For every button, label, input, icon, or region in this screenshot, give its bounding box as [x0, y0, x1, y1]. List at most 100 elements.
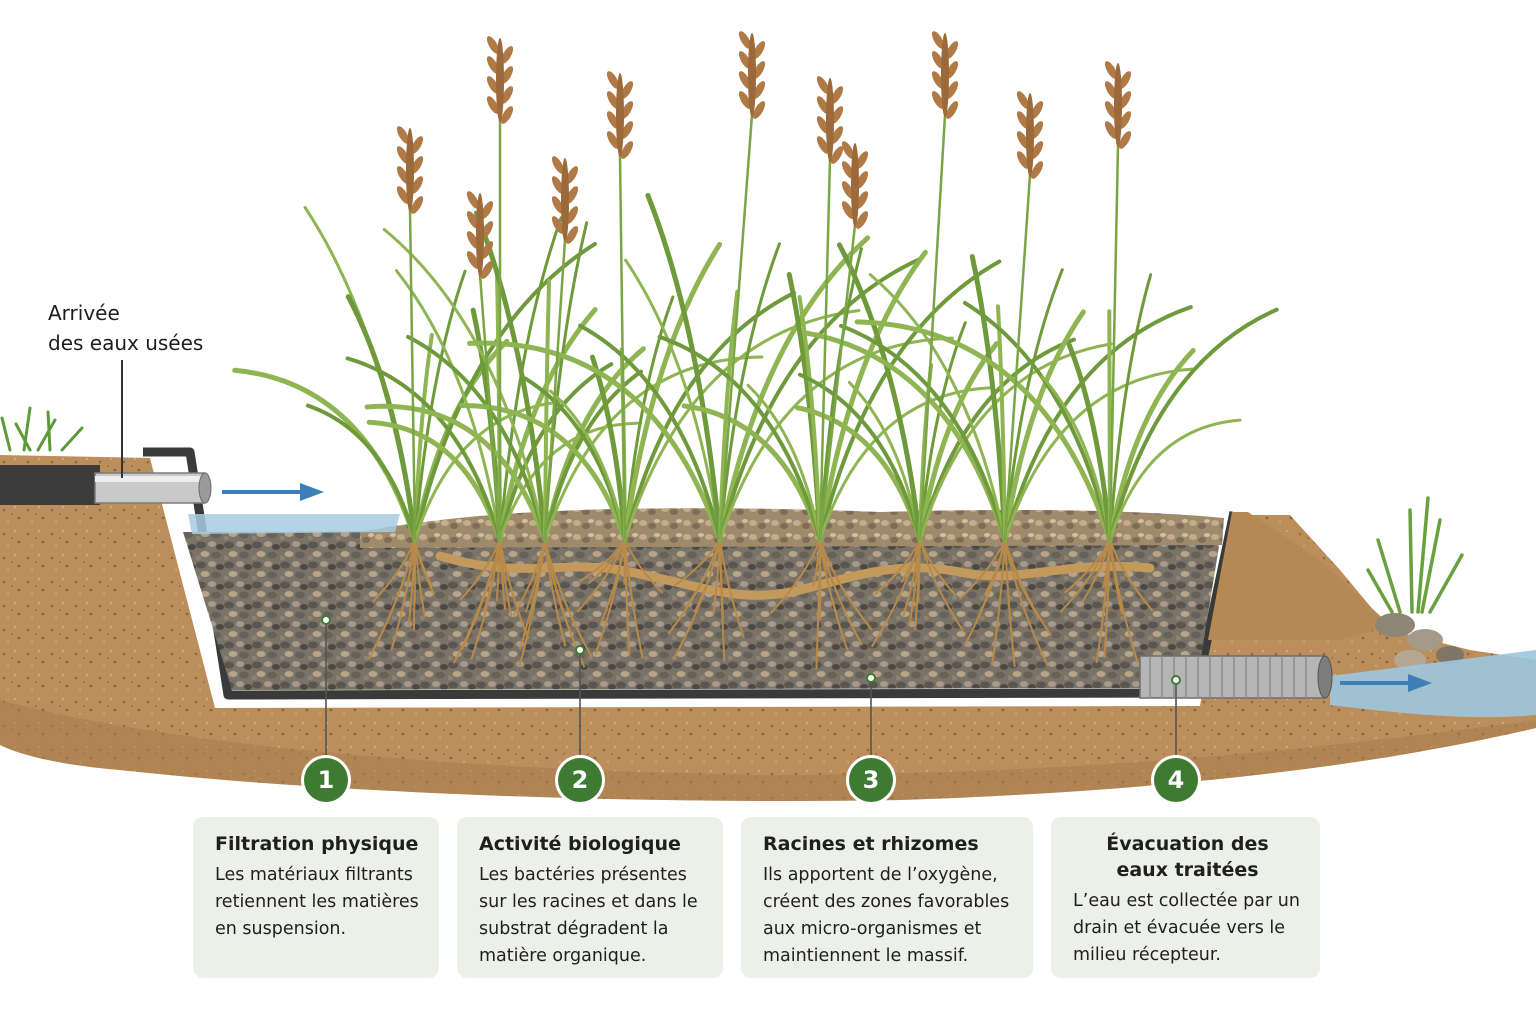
- reed-leaf: [1066, 342, 1113, 543]
- step-card-1: Filtration physique Les matériaux filtra…: [193, 817, 439, 978]
- root: [819, 539, 839, 595]
- step-card-3: Racines et rhizomes Ils apportent de l’o…: [741, 817, 1033, 978]
- reed-leaf: [962, 300, 1112, 542]
- step-card-text: Ils apportent de l’oxygène, créent des z…: [763, 865, 1010, 966]
- reed-leaf: [1003, 367, 1195, 542]
- reed-plume: [466, 191, 494, 279]
- root: [470, 539, 501, 660]
- root: [719, 539, 725, 618]
- reed-leaf: [498, 421, 643, 542]
- reed-plants: [232, 31, 1279, 543]
- reed-plume: [1104, 61, 1132, 149]
- step-marker-1: 1: [304, 758, 348, 802]
- root: [873, 539, 921, 596]
- basin-liner: [143, 447, 1239, 700]
- reed-leaf: [624, 258, 722, 542]
- reed-leaf: [718, 257, 922, 542]
- reed-leaf: [382, 228, 547, 542]
- reed-plume: [738, 31, 766, 119]
- root-systems: [367, 539, 1154, 670]
- reed-leaf: [1107, 347, 1196, 543]
- reed-plume: [486, 36, 514, 124]
- reed-leaf: [818, 386, 995, 542]
- reed-leaf: [622, 241, 723, 543]
- inlet-water: [188, 514, 400, 534]
- root: [512, 539, 546, 616]
- root: [518, 539, 546, 667]
- root: [371, 539, 416, 603]
- reed-plume: [606, 71, 634, 159]
- reed-leaf: [797, 295, 822, 542]
- reed-leaf: [746, 383, 822, 542]
- right-embankment: [1208, 512, 1390, 640]
- reed-leaf: [498, 216, 563, 542]
- reed-leaf: [543, 221, 589, 542]
- reed-stem: [1108, 144, 1120, 541]
- reed-leaf: [1003, 305, 1193, 542]
- root: [1109, 539, 1154, 612]
- soil-ground: [0, 455, 1536, 801]
- reed-leaf: [717, 235, 871, 543]
- rhizome: [435, 551, 1155, 600]
- reed-leaf: [406, 334, 547, 542]
- root: [667, 539, 721, 635]
- gravel-filter-bed: [183, 528, 1222, 690]
- reed-leaf: [1108, 307, 1279, 542]
- reed-leaf: [345, 294, 418, 543]
- reed-leaf: [543, 355, 764, 542]
- reed-stem: [818, 224, 857, 541]
- reed-plume: [551, 156, 579, 244]
- root: [991, 539, 1006, 666]
- reed-leaf: [623, 290, 797, 542]
- step-card-title: Activité biologique: [479, 833, 681, 855]
- reed-leaf: [394, 269, 502, 542]
- reed-leaf: [498, 362, 614, 542]
- step-card-4: Évacuation des eaux traitées L’eau est c…: [1051, 817, 1320, 978]
- step-card-2: Activité biologique Les bactéries présen…: [457, 817, 723, 978]
- root: [815, 539, 821, 670]
- reed-leaf: [413, 269, 467, 542]
- reed-leaf: [1108, 418, 1242, 542]
- reed-stem: [1003, 174, 1032, 541]
- reed-leaf: [836, 242, 923, 543]
- reed-leaf: [718, 289, 740, 542]
- root: [984, 539, 1006, 595]
- root: [367, 539, 416, 660]
- step-marker-3: 3: [849, 758, 893, 802]
- root: [1109, 539, 1139, 664]
- outlet-stream: [1330, 650, 1536, 718]
- step-card-title: Racines et rhizomes: [763, 833, 979, 855]
- reed-leaf: [657, 334, 822, 542]
- reed-leaf: [305, 403, 417, 542]
- root: [1059, 539, 1111, 613]
- root: [769, 539, 821, 614]
- reed-stem: [618, 154, 627, 541]
- step-card-title: Évacuation des eaux traitées: [1106, 833, 1269, 881]
- reed-stem: [408, 209, 417, 541]
- root: [870, 539, 921, 648]
- inlet-label: Arrivée des eaux usées: [48, 298, 203, 358]
- inlet-label-line1: Arrivée: [48, 301, 120, 325]
- root: [819, 539, 873, 631]
- reed-stem: [818, 159, 832, 541]
- step-marker-4: 4: [1154, 758, 1198, 802]
- reed-leaf: [345, 356, 502, 542]
- reed-plume: [841, 141, 869, 229]
- root: [452, 539, 501, 664]
- root: [958, 539, 1006, 600]
- inlet-pipe: [0, 465, 212, 505]
- callout-dots: [321, 615, 1181, 685]
- root: [914, 539, 921, 630]
- step-card-text: Les matériaux filtrants retiennent les m…: [215, 865, 419, 939]
- root: [459, 539, 501, 601]
- reed-plume: [396, 126, 424, 214]
- reed-leaf: [549, 389, 627, 542]
- outlet-drain-pipe: [1139, 655, 1333, 699]
- reed-leaf: [868, 273, 1007, 542]
- reed-leaf: [645, 192, 723, 543]
- root: [390, 539, 416, 651]
- reed-stem: [543, 239, 567, 541]
- root: [599, 539, 626, 625]
- inlet-label-line2: des eaux usées: [48, 331, 204, 355]
